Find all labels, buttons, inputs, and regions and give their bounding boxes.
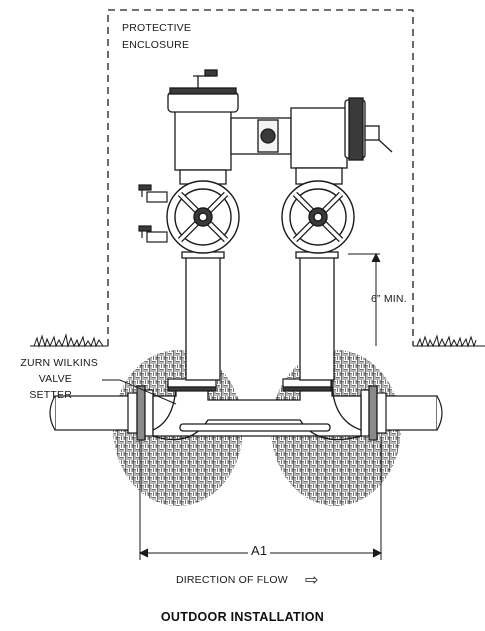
valve-setter-label-line2: VALVE: [38, 373, 72, 385]
enclosure-label-line1: PROTECTIVE: [122, 22, 192, 34]
flow-arrow-icon: ⇨: [305, 570, 319, 589]
pipe-flange-left: [127, 385, 154, 441]
min-height-dimension: [348, 252, 381, 346]
riser-flanges: [167, 378, 332, 392]
valve-setter-leader: [102, 379, 177, 405]
flow-direction: DIRECTION OF FLOW ⇨: [176, 572, 319, 588]
riser-pipes: [181, 251, 339, 381]
protective-enclosure: [107, 9, 414, 346]
backflow-assembly: [167, 69, 393, 185]
gate-valve-handwheel-icon: [281, 180, 355, 254]
dimension-a1-label: A1: [248, 544, 271, 558]
gate-valve-handwheel-icon: [166, 180, 240, 254]
test-cock-icon: [138, 184, 168, 243]
diagram-title: OUTDOOR INSTALLATION: [160, 610, 325, 624]
grass-icon: [33, 333, 477, 348]
valve-setter-label-line1: ZURN WILKINS: [20, 357, 98, 369]
valve-setter-label-line3: SETTER: [29, 389, 72, 401]
enclosure-label-line2: ENCLOSURE: [122, 39, 190, 51]
min-height-label: 6” MIN.: [371, 293, 407, 305]
pipe-flange-right: [360, 385, 387, 441]
flow-direction-label: DIRECTION OF FLOW: [176, 574, 288, 586]
valve-setter: [152, 379, 362, 441]
